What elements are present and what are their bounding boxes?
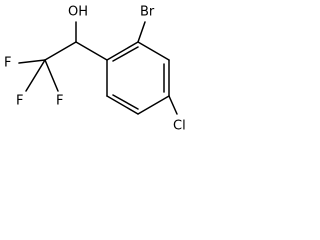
bond-cf3-c-f-lower-left: [25, 59, 46, 92]
bond-cf3-c-carbinol: [44, 41, 77, 61]
atom-label-fluorine-lower-left: F: [16, 94, 23, 109]
bond-cf3-c-f-lower-right: [44, 59, 59, 92]
atom-label-fluorine-left: F: [4, 56, 11, 71]
ring-double-bond-c5-c6: [112, 94, 139, 110]
atom-label-bromine: Br: [140, 5, 155, 20]
ring-bond-c4-c5: [137, 95, 170, 115]
atom-label-fluorine-lower-right: F: [56, 94, 63, 109]
ring-double-bond-c1-c2: [112, 46, 139, 62]
bond-carbinol-ring: [75, 41, 108, 61]
ring-bond-c5-c6: [106, 95, 139, 115]
bond-ring-cl: [168, 95, 178, 115]
ring-bond-c2-c3: [137, 41, 170, 61]
bond-cf3-c-f-left: [18, 59, 46, 64]
bond-ring-br: [137, 21, 146, 43]
chemical-structure: OH Br Cl F F F: [4, 5, 186, 134]
atom-label-hydroxyl: OH: [68, 5, 88, 20]
atom-label-chlorine: Cl: [173, 119, 186, 134]
ring-bond-c1-c2: [106, 41, 139, 61]
